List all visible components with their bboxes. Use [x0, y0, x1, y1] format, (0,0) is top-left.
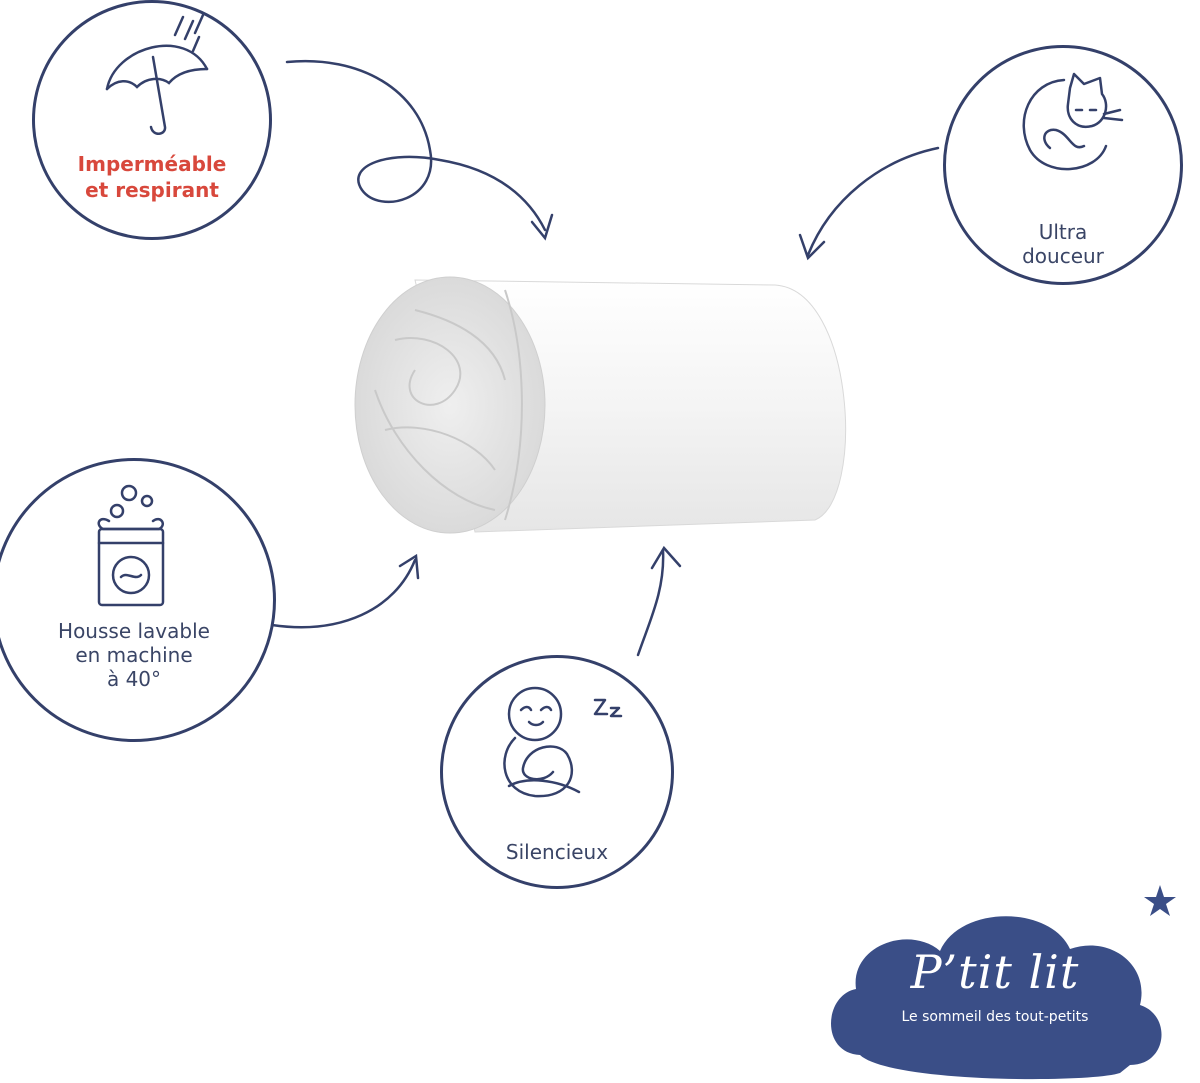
sleeping-cat-icon	[1022, 72, 1124, 171]
arrow-washable	[270, 558, 417, 629]
arrow-soft	[806, 146, 940, 257]
cloud-shape	[831, 885, 1176, 1080]
feature-silent: Silencieux	[440, 655, 674, 889]
umbrella-rain-icon	[105, 13, 209, 135]
feature-waterproof: Imperméable et respirant	[32, 0, 272, 240]
feature-washable: Housse lavable en machine à 40°	[0, 458, 276, 742]
sleeping-sloth-icon	[503, 686, 623, 798]
washing-machine-icon	[97, 484, 165, 607]
rolled-mattress-protector	[354, 276, 847, 534]
feature-soft-label: Ultra douceur	[1022, 220, 1104, 268]
arrow-waterproof	[285, 59, 547, 232]
arrow-silent	[636, 548, 665, 657]
brand-name: P’tit lit	[910, 945, 1080, 999]
brand-tagline: Le sommeil des tout-petits	[901, 1009, 1089, 1025]
feature-washable-label: Housse lavable en machine à 40°	[58, 619, 210, 691]
star-icon	[1144, 885, 1176, 916]
feature-soft: Ultra douceur	[943, 45, 1183, 285]
feature-waterproof-label: Imperméable et respirant	[77, 152, 227, 202]
feature-silent-label: Silencieux	[505, 840, 609, 864]
brand-logo: P’tit lit Le sommeil des tout-petits	[820, 885, 1176, 1081]
